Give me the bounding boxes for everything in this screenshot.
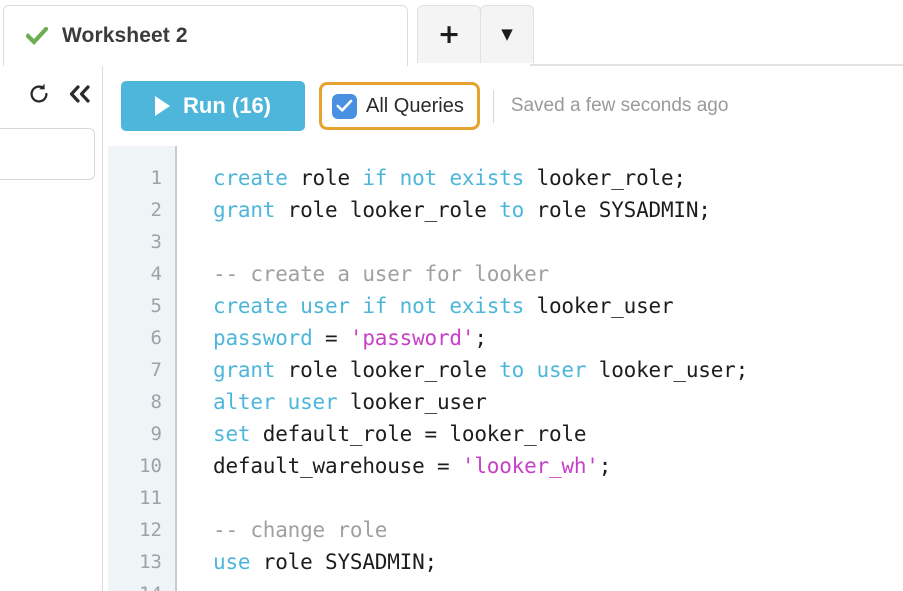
run-button-label: Run (16) [183, 93, 271, 118]
all-queries-label: All Queries [366, 94, 464, 117]
line-number: 12 [139, 519, 162, 541]
code-token: looker_role; [524, 166, 687, 190]
chevron-down-icon: ▼ [501, 25, 513, 43]
refresh-icon[interactable] [28, 83, 50, 105]
run-button[interactable]: Run (16) [121, 81, 305, 131]
line-number: 5 [150, 295, 162, 317]
code-token: looker_user [337, 390, 487, 414]
code-line[interactable]: 1 create role if not exists looker_role; [103, 162, 903, 194]
plus-icon: + [437, 19, 461, 50]
line-text: -- change role [213, 514, 387, 546]
line-text: default_warehouse = 'looker_wh'; [213, 450, 611, 482]
code-token: if not exists [362, 166, 525, 190]
code-line[interactable]: 9 set default_role = looker_role [103, 418, 903, 450]
code-token: set [213, 422, 251, 446]
line-number: 4 [150, 263, 162, 285]
line-text: create role if not exists looker_role; [213, 162, 686, 194]
left-rail [0, 66, 103, 591]
search-input[interactable] [0, 128, 95, 180]
line-number: 9 [150, 423, 162, 445]
code-line[interactable]: 12 -- change role [103, 514, 903, 546]
tab-title: Worksheet 2 [62, 24, 188, 47]
code-token: role SYSADMIN; [250, 550, 437, 574]
code-token: ; [474, 326, 487, 350]
tab-menu-button[interactable]: ▼ [480, 5, 534, 63]
code-token: create [213, 166, 288, 190]
code-token: role looker_role [275, 358, 500, 382]
code-line[interactable]: 11 [103, 482, 903, 514]
line-number-gutter [108, 146, 176, 591]
code-line[interactable]: 3 [103, 226, 903, 258]
line-text: -- create a user for looker [213, 258, 549, 290]
line-text: password = 'password'; [213, 322, 487, 354]
line-number: 2 [150, 199, 162, 221]
code-token: default_warehouse = [213, 454, 462, 478]
code-token: create user if not exists [213, 294, 525, 318]
line-text: use role SYSADMIN; [213, 546, 437, 578]
line-number: 3 [150, 231, 162, 253]
line-number: 10 [139, 455, 162, 477]
double-chevron-left-icon[interactable] [67, 84, 93, 104]
code-token: -- change role [213, 518, 388, 542]
gutter-divider [175, 146, 177, 591]
check-icon [26, 27, 48, 45]
code-token: password [213, 326, 313, 350]
code-token: 'looker_wh' [461, 454, 599, 478]
line-number: 6 [150, 327, 162, 349]
tab-controls: + ▼ [417, 5, 534, 63]
code-line[interactable]: 13 use role SYSADMIN; [103, 546, 903, 578]
code-line[interactable]: 2 grant role looker_role to role SYSADMIN… [103, 194, 903, 226]
line-text: grant role looker_role to role SYSADMIN; [213, 194, 711, 226]
code-token: = [312, 326, 350, 350]
tab-bar-underline [530, 64, 903, 66]
line-number: 1 [150, 167, 162, 189]
play-triangle-icon [155, 96, 170, 116]
line-text: create user if not exists looker_user [213, 290, 674, 322]
code-line[interactable]: 6 password = 'password'; [103, 322, 903, 354]
code-token: 'password' [349, 326, 475, 350]
left-rail-icons [28, 83, 93, 105]
line-text: set default_role = looker_role [213, 418, 587, 450]
code-token: grant [213, 358, 276, 382]
line-number: 14 [103, 578, 171, 591]
code-token: use [213, 550, 251, 574]
code-line[interactable]: 4 -- create a user for looker [103, 258, 903, 290]
line-text: grant role looker_role to user looker_us… [213, 354, 748, 386]
rail-divider [102, 66, 103, 591]
code-token: ; [598, 454, 612, 478]
code-line[interactable]: 8 alter user looker_user [103, 386, 903, 418]
tab-bar: Worksheet 2 + ▼ [0, 0, 903, 66]
code-token: -- create a user for looker [213, 262, 549, 286]
toolbar-separator [492, 89, 494, 123]
line-number: 11 [139, 487, 162, 509]
saved-status-text: Saved a few seconds ago [510, 95, 729, 116]
code-token: role [287, 166, 363, 190]
code-line[interactable]: 14 [103, 578, 903, 591]
code-line[interactable]: 5 create user if not exists looker_user [103, 290, 903, 322]
editor-toolbar: Run (16) All Queries Saved a few seconds… [103, 66, 903, 146]
code-token: to [499, 198, 525, 222]
all-queries-toggle[interactable]: All Queries [319, 82, 480, 130]
code-token: to user [499, 358, 587, 382]
line-number: 13 [139, 551, 162, 573]
code-token: default_role = looker_role [250, 422, 587, 446]
code-token: alter user [213, 390, 338, 414]
new-tab-button[interactable]: + [417, 5, 481, 63]
tab-worksheet-2[interactable]: Worksheet 2 [3, 5, 408, 66]
code-line[interactable]: 10 default_warehouse = 'looker_wh'; [103, 450, 903, 482]
code-token: grant [213, 198, 276, 222]
line-text: alter user looker_user [213, 386, 487, 418]
code-token: looker_user [524, 294, 674, 318]
all-queries-checkbox[interactable] [332, 93, 357, 119]
line-number: 8 [150, 391, 162, 413]
line-number: 7 [150, 359, 162, 381]
code-token: role looker_role [275, 198, 500, 222]
code-line[interactable]: 7 grant role looker_role to user looker_u… [103, 354, 903, 386]
code-token: role SYSADMIN; [524, 198, 711, 222]
code-token: looker_user; [586, 358, 749, 382]
